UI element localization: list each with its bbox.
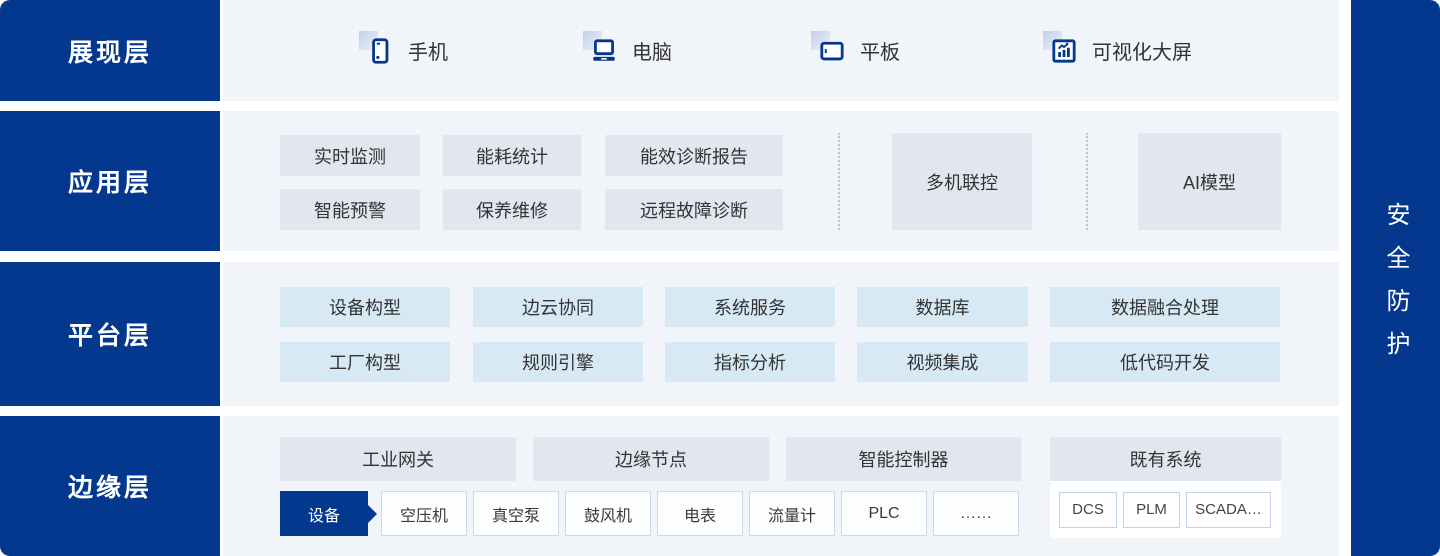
app-divider-2 <box>1086 133 1088 230</box>
app-chip-efficiency-diagnosis-report: 能效诊断报告 <box>605 135 783 176</box>
phone-label: 手机 <box>408 42 448 64</box>
device-box-air-compressor: 空压机 <box>381 491 467 536</box>
device-box-vacuum-pump: 真空泵 <box>473 491 559 536</box>
layer-label-application: 应用层 <box>0 111 220 251</box>
edge-panel: 工业网关 边缘节点 智能控制器 既有系统 DCS PLM SCADA… 设备 空… <box>223 416 1339 556</box>
edge-chip-edge-node: 边缘节点 <box>533 437 769 481</box>
platform-chip-device-modeling: 设备构型 <box>280 287 450 327</box>
layer-label-edge: 边缘层 <box>0 416 220 556</box>
device-box-flow-meter: 流量计 <box>749 491 835 536</box>
bigscreen-icon <box>1043 30 1079 66</box>
app-chip-remote-fault-diagnosis: 远程故障诊断 <box>605 189 783 230</box>
legacy-box-dcs: DCS <box>1059 491 1117 528</box>
app-chip-realtime-monitoring: 实时监测 <box>280 135 420 176</box>
device-box-more: …… <box>933 491 1019 536</box>
application-panel: 实时监测 能耗统计 能效诊断报告 智能预警 保养维修 远程故障诊断 多机联控 A… <box>223 111 1339 251</box>
bigscreen-label: 可视化大屏 <box>1092 42 1192 64</box>
presentation-item-bigscreen: 可视化大屏 <box>1043 0 1192 101</box>
edge-chip-industrial-gateway: 工业网关 <box>280 437 516 481</box>
security-protection-bar: 安全防护 <box>1351 0 1440 556</box>
app-chip-smart-alert: 智能预警 <box>280 189 420 230</box>
edge-chip-legacy-systems: 既有系统 <box>1050 437 1281 481</box>
edge-chip-smart-controller: 智能控制器 <box>786 437 1021 481</box>
app-chip-maintenance: 保养维修 <box>443 189 581 230</box>
presentation-item-computer: 电脑 <box>583 0 672 101</box>
tablet-icon <box>811 30 847 66</box>
presentation-item-tablet: 平板 <box>811 0 900 101</box>
computer-label: 电脑 <box>632 42 672 64</box>
device-tag: 设备 <box>280 491 368 536</box>
presentation-item-phone: 手机 <box>359 0 448 101</box>
legacy-box-scada: SCADA… <box>1186 491 1271 528</box>
presentation-panel: 手机 电脑 平板 <box>223 0 1339 101</box>
phone-icon <box>359 30 395 66</box>
security-protection-label: 安全防护 <box>1382 201 1409 374</box>
platform-chip-database: 数据库 <box>857 287 1028 327</box>
platform-chip-system-services: 系统服务 <box>665 287 835 327</box>
app-box-ai-model: AI模型 <box>1138 133 1281 230</box>
device-box-plc: PLC <box>841 491 927 536</box>
tablet-label: 平板 <box>860 42 900 64</box>
device-box-electric-meter: 电表 <box>657 491 743 536</box>
platform-chip-edge-cloud-collab: 边云协同 <box>473 287 643 327</box>
computer-icon <box>583 30 619 66</box>
platform-chip-indicator-analysis: 指标分析 <box>665 342 835 382</box>
platform-chip-factory-modeling: 工厂构型 <box>280 342 450 382</box>
device-box-blower: 鼓风机 <box>565 491 651 536</box>
platform-chip-data-fusion: 数据融合处理 <box>1050 287 1280 327</box>
platform-panel: 设备构型 边云协同 系统服务 数据库 数据融合处理 工厂构型 规则引擎 指标分析… <box>223 262 1339 406</box>
app-box-multi-machine-control: 多机联控 <box>892 133 1032 230</box>
layer-label-platform: 平台层 <box>0 262 220 406</box>
platform-chip-rule-engine: 规则引擎 <box>473 342 643 382</box>
platform-chip-low-code: 低代码开发 <box>1050 342 1280 382</box>
app-chip-energy-statistics: 能耗统计 <box>443 135 581 176</box>
app-divider-1 <box>838 133 840 230</box>
platform-chip-video-integration: 视频集成 <box>857 342 1028 382</box>
legacy-box-plm: PLM <box>1123 491 1180 528</box>
layer-label-presentation: 展现层 <box>0 0 220 101</box>
legacy-systems-body: DCS PLM SCADA… <box>1050 481 1281 538</box>
